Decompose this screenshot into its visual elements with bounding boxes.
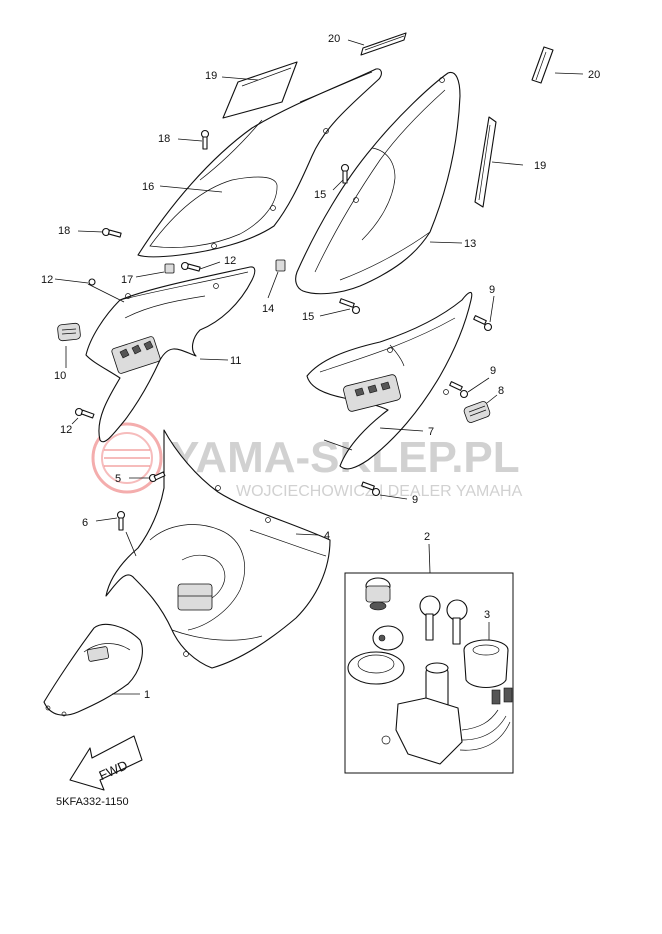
callout-7: 7: [428, 426, 434, 438]
callout-11: 10: [54, 370, 66, 382]
front-tray: [43, 623, 143, 717]
lock-set-box: [344, 572, 514, 774]
decal-20-right: [531, 46, 554, 84]
key-1: [419, 595, 441, 641]
rubber-pad-11: [57, 322, 81, 342]
callout-13: 13: [464, 238, 476, 250]
callout-20-top: 20: [328, 33, 340, 45]
callout-9-bottom: 9: [412, 494, 418, 506]
callout-10: 11: [230, 355, 241, 367]
screw-12-bottom: [74, 407, 95, 419]
screw-18-left: [101, 227, 122, 238]
screw-9-top: [473, 315, 493, 332]
diagram-code: 5KFA332-1150: [56, 796, 129, 808]
screws: [74, 129, 493, 531]
callout-2: 2: [424, 531, 430, 543]
callout-5: 5: [115, 473, 121, 485]
screw-15-bottom: [339, 298, 361, 315]
callout-15-bottom: 15: [302, 311, 314, 323]
right-lower-panel: [306, 291, 473, 470]
key-cover: [463, 639, 509, 689]
callout-12-bottom: 12: [60, 424, 72, 436]
callout-12-top: 12: [224, 255, 236, 267]
leader-lines: [54, 39, 584, 695]
callout-labels: 20 20 19 19 18 16 18 15 13 17 12 12 14 1…: [41, 33, 600, 701]
callout-8: 8: [498, 385, 504, 397]
callout-15-top: 15: [314, 189, 326, 201]
seat-lock: [365, 577, 391, 611]
callout-19-right: 19: [534, 160, 546, 172]
callout-3: 3: [484, 609, 490, 621]
screw-12-left: [88, 278, 96, 286]
watermark-logo: [91, 422, 163, 494]
callout-9-top: 9: [489, 284, 495, 296]
screw-6: [116, 510, 126, 531]
decal-19-right: [474, 116, 497, 208]
left-side-cover: [137, 68, 382, 258]
key-2: [446, 599, 468, 645]
callout-18-left: 18: [58, 225, 70, 237]
screw-9-middle: [449, 381, 469, 399]
screw-9-bottom: [361, 481, 381, 497]
callout-14: 14: [262, 303, 274, 315]
clip-14: [275, 259, 286, 272]
callout-17: 17: [121, 274, 133, 286]
screw-12-top: [180, 261, 201, 272]
callout-16: 16: [142, 181, 154, 193]
callout-19-left: 19: [205, 70, 217, 82]
under-panel: [105, 429, 331, 669]
callout-18-top: 18: [158, 133, 170, 145]
callout-9-middle: 9: [490, 365, 496, 377]
fuel-cap-lock: [347, 625, 405, 685]
callout-6: 6: [82, 517, 88, 529]
left-lower-panel: [85, 266, 256, 443]
right-side-cover: [295, 71, 461, 295]
watermark: YAMA-SKLEP.PL WOJCIECHOWICZ | DEALER YAM…: [91, 422, 523, 500]
callout-4: 4: [324, 530, 330, 542]
screw-15-top: [340, 163, 350, 184]
callout-1: 1: [144, 689, 150, 701]
clip-17: [164, 263, 175, 274]
callout-12-left: 12: [41, 274, 53, 286]
decal-20-top: [360, 32, 407, 56]
main-switch: [381, 662, 513, 765]
forward-arrow: FWD: [69, 735, 143, 791]
screw-18-top: [200, 129, 210, 150]
callout-20-right: 20: [588, 69, 600, 81]
rubber-pad-8: [463, 401, 491, 423]
screw-5: [148, 471, 166, 483]
decal-19-left: [222, 61, 298, 119]
